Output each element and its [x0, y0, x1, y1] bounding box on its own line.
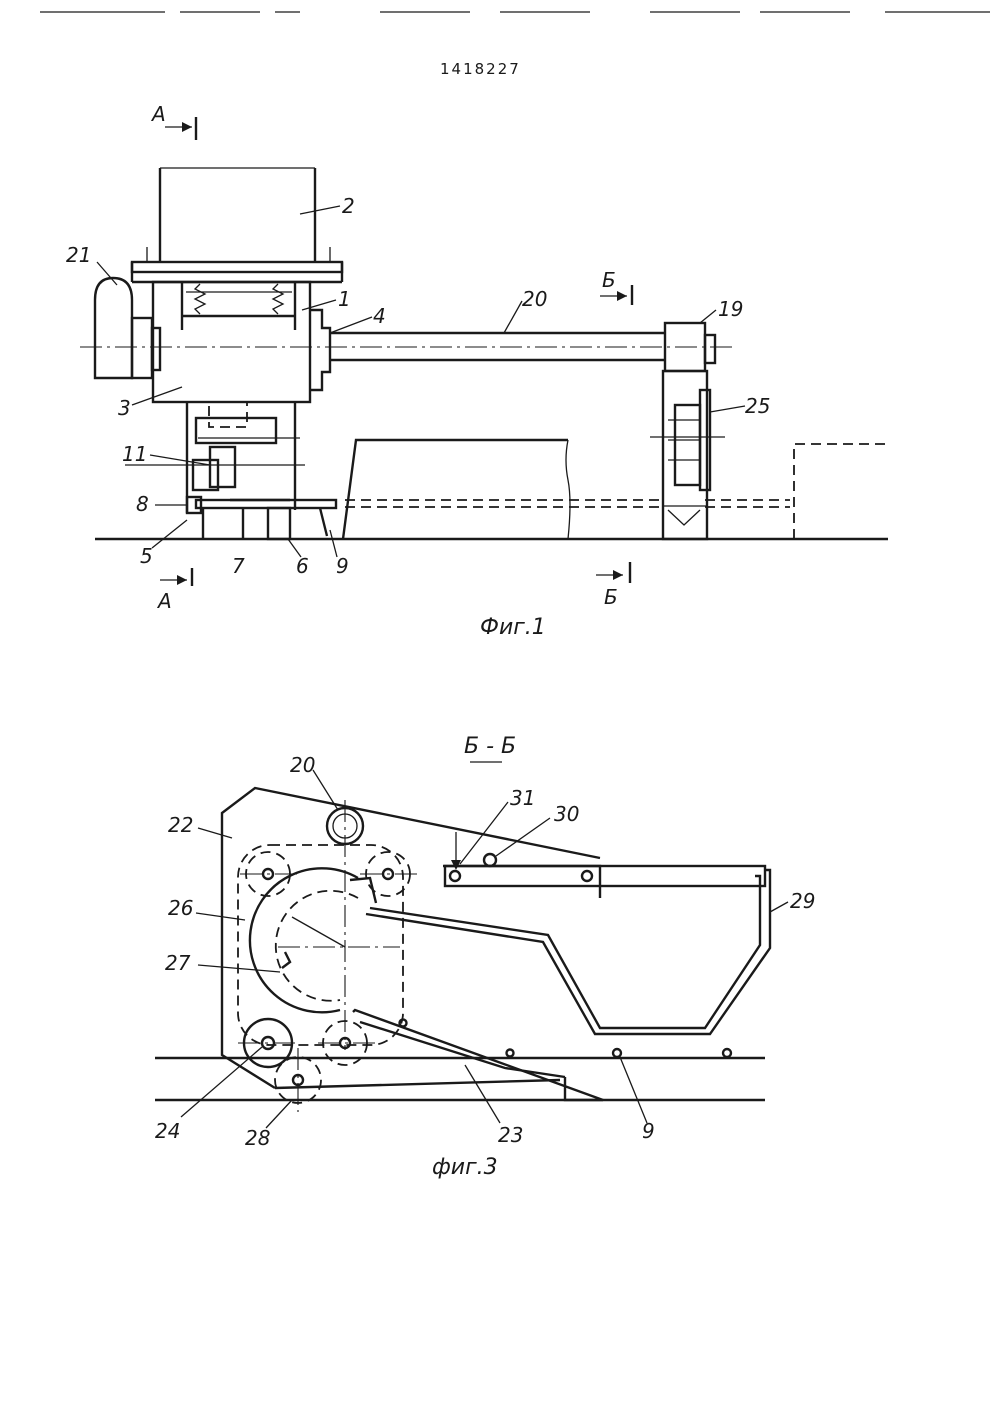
lever-30-31: [443, 832, 765, 898]
body-2: [147, 168, 330, 262]
section-letter: Б: [604, 585, 618, 609]
label-30: 30: [554, 802, 579, 826]
flange-plate: [132, 262, 342, 282]
workpiece: [343, 440, 660, 539]
workpiece-continuation: [705, 444, 885, 539]
label-7: 7: [232, 554, 245, 578]
label-9: 9: [642, 1119, 655, 1143]
label-27: 27: [165, 951, 191, 975]
label-5: 5: [140, 544, 153, 568]
figure-3-caption: фиг.3: [432, 1155, 498, 1180]
label-20: 20: [522, 287, 547, 311]
label-1: 1: [338, 287, 351, 311]
rails: [155, 1058, 765, 1100]
base-parts: [187, 497, 336, 539]
label-9: 9: [336, 554, 349, 578]
label-3: 3: [118, 396, 131, 420]
lower-housing: [125, 402, 305, 513]
label-11: 11: [122, 442, 147, 466]
label-21: 21: [66, 243, 91, 267]
label-28: 28: [245, 1126, 270, 1150]
figure-3: Б - Б: [155, 734, 815, 1180]
label-25: 25: [745, 394, 770, 418]
section-letter: А: [156, 589, 172, 613]
leader-lines: [97, 206, 745, 557]
housing-1: [153, 282, 330, 402]
label-29: 29: [790, 889, 815, 913]
label-2: 2: [342, 194, 355, 218]
label-24: 24: [155, 1119, 180, 1143]
shaft-20: [80, 333, 735, 360]
section-mark-b-top: Б: [600, 268, 632, 305]
label-8: 8: [136, 492, 149, 516]
roller-top-right: [360, 852, 418, 896]
figure-1-caption: Фиг.1: [480, 615, 546, 640]
motor-21: [95, 278, 160, 378]
document-number: 1418227: [440, 60, 521, 78]
arm-29: [366, 870, 770, 1034]
label-22: 22: [168, 813, 193, 837]
pins-9: [613, 1049, 731, 1057]
label-31: 31: [510, 786, 535, 810]
section-title: Б - Б: [464, 734, 516, 759]
leader-lines: [181, 770, 788, 1128]
figure-1: А А Б Б: [66, 102, 888, 640]
section-mark-a-top: А: [150, 102, 196, 140]
roller-top-left: [240, 852, 298, 896]
section-letter: А: [150, 102, 166, 126]
label-4: 4: [373, 304, 386, 328]
section-letter: Б: [602, 268, 616, 292]
label-6: 6: [296, 554, 309, 578]
hook-27: [250, 868, 400, 1012]
label-20: 20: [290, 753, 315, 777]
label-26: 26: [168, 896, 193, 920]
label-19: 19: [718, 297, 743, 321]
section-mark-a-bottom: А: [156, 568, 192, 613]
label-23: 23: [498, 1123, 523, 1147]
gear-25: [650, 390, 725, 490]
section-mark-b-bottom: Б: [596, 562, 630, 609]
